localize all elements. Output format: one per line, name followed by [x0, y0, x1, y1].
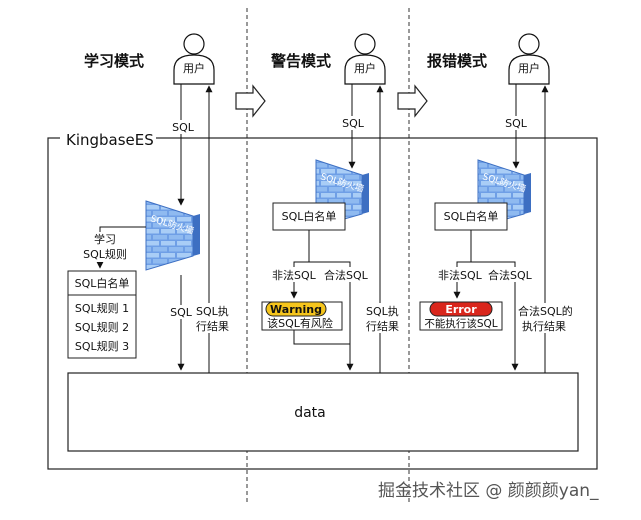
- whitelist-label: SQL白名单: [282, 209, 337, 223]
- data-label: data: [294, 405, 326, 421]
- warning-badge: [265, 301, 327, 317]
- firewall-icon: SQL防火墙: [145, 200, 200, 271]
- result-label-1: SQL执: [366, 304, 399, 318]
- sql-in-label: SQL: [505, 117, 528, 130]
- mode-title: 报错模式: [427, 52, 487, 70]
- mode-arrow-1: [235, 84, 266, 118]
- user-icon: [173, 33, 215, 85]
- user-label: 用户: [183, 61, 205, 75]
- whitelist-box: [434, 202, 508, 231]
- error-badge: [429, 301, 493, 317]
- result-label-1: 合法SQL的: [518, 304, 573, 318]
- rule-2: SQL规则 2: [75, 320, 129, 334]
- mode-arrow-2: [397, 84, 428, 118]
- rule-1: SQL规则 1: [75, 301, 129, 315]
- result-label-2: 行结果: [196, 320, 229, 333]
- legal-label: 合法SQL: [488, 268, 533, 282]
- error-badge-label: Error: [445, 303, 477, 316]
- whitelist-table: SQL白名单 SQL规则 1 SQL规则 2 SQL规则 3: [67, 270, 137, 359]
- learning-mode: 学习模式 用户 SQL SQL防火墙 SQL SQL执 行结果 学习 SQL规则…: [67, 33, 229, 373]
- learn-label-2: SQL规则: [83, 247, 127, 261]
- whitelist-box: [272, 202, 346, 231]
- sql-in-label: SQL: [342, 117, 365, 130]
- result-label-2: 执行结果: [522, 319, 566, 333]
- watermark: 掘金技术社区 @ 颜颜颜yan_: [378, 481, 599, 501]
- learn-label-1: 学习: [94, 232, 116, 246]
- warning-badge-label: Warning: [270, 303, 322, 316]
- user-icon: [508, 33, 550, 85]
- kingbase-label: KingbaseES: [66, 131, 154, 149]
- error-desc: 不能执行该SQL: [424, 317, 497, 330]
- mode-title: 学习模式: [84, 52, 144, 70]
- result-label-1: SQL执: [196, 304, 229, 318]
- sql-down-label: SQL: [170, 306, 193, 319]
- user-label: 用户: [518, 61, 540, 75]
- kingbase-container: [47, 137, 598, 470]
- sql-in-label: SQL: [172, 121, 195, 134]
- data-box: [67, 372, 579, 452]
- result-label-2: 行结果: [366, 320, 399, 333]
- rule-3: SQL规则 3: [75, 339, 129, 353]
- warning-mode: 警告模式 用户 SQL SQL防火墙 SQL白名单 非法SQL 合法SQL Wa…: [261, 33, 399, 373]
- illegal-label: 非法SQL: [438, 268, 483, 282]
- mode-title: 警告模式: [270, 52, 331, 70]
- error-mode: 报错模式 用户 SQL SQL防火墙 SQL白名单 非法SQL 合法SQL Er…: [419, 33, 576, 373]
- illegal-label: 非法SQL: [272, 268, 317, 282]
- user-icon: [344, 33, 386, 85]
- whitelist-label: SQL白名单: [444, 209, 499, 223]
- whitelist-header: SQL白名单: [75, 276, 130, 290]
- user-label: 用户: [354, 61, 376, 75]
- legal-label: 合法SQL: [324, 268, 369, 282]
- warning-desc: 该SQL有风险: [267, 316, 333, 330]
